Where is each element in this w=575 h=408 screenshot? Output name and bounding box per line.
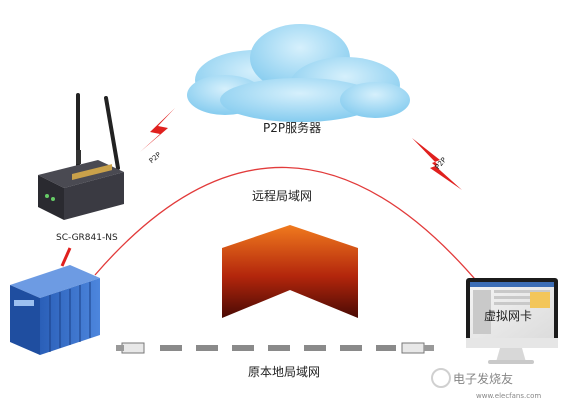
watermark-url: www.elecfans.com — [476, 392, 541, 400]
local-lan-label: 原本地局域网 — [248, 365, 320, 379]
cable-icon — [401, 342, 434, 354]
p2p-server-label: P2P服务器 — [263, 120, 321, 135]
cable-icon — [116, 342, 145, 354]
monitor-icon — [466, 278, 558, 364]
lightning-icon — [140, 108, 175, 152]
local-lan-cable — [116, 342, 434, 354]
router-model-label: SC-GR841-NS — [56, 233, 118, 243]
virtual-nic-label: 虚拟网卡 — [484, 309, 532, 323]
router-plc-link — [60, 247, 72, 267]
watermark: 电子发烧友 www.elecfans.com — [431, 368, 541, 400]
lightning-icon — [412, 138, 462, 190]
watermark-label: 电子发烧友 — [453, 371, 513, 386]
plc-icon — [10, 265, 100, 355]
remote-lan-arc — [94, 166, 481, 286]
remote-lan-label: 远程局域网 — [252, 188, 312, 203]
router-icon — [38, 93, 124, 220]
cloud-icon — [187, 24, 410, 122]
link-left-label: P2P — [148, 151, 163, 165]
chevron-icon — [222, 225, 358, 318]
